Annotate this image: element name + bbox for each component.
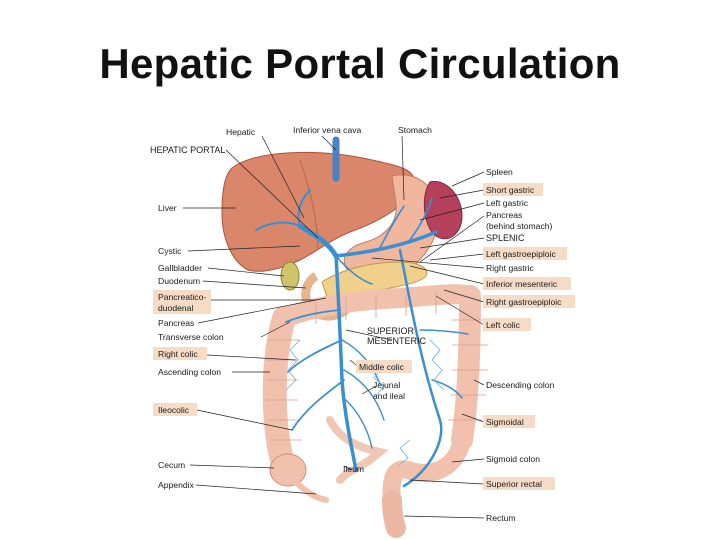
label-liver: Liver: [158, 203, 177, 213]
label-inferior-mesenteric: Inferior mesenteric: [486, 279, 558, 289]
label-superior-mesenteric-1: SUPERIOR: [367, 326, 415, 336]
label-sigmoidal: Sigmoidal: [486, 417, 524, 427]
label-short-gastric: Short gastric: [486, 185, 535, 195]
label-superior-rectal: Superior rectal: [486, 479, 542, 489]
label-right-colic: Right colic: [158, 349, 198, 359]
label-duodenum: Duodenum: [158, 276, 200, 286]
label-stomach: Stomach: [398, 125, 432, 135]
label-left-gastric: Left gastric: [486, 198, 529, 208]
label-inferior-vena-cava: Inferior vena cava: [293, 125, 362, 135]
label-spleen: Spleen: [486, 167, 513, 177]
label-ileum: Ileum: [343, 464, 364, 474]
label-superior-mesenteric-2: MESENTERIC: [367, 336, 427, 346]
label-jejunal-1: Jejunal: [373, 380, 400, 390]
label-pancreas: Pancreas: [158, 318, 194, 328]
descending-colon-shape: [462, 296, 470, 440]
appendix-shape: [296, 482, 326, 500]
label-cystic: Cystic: [158, 246, 182, 256]
cecum-shape: [270, 454, 306, 486]
label-hepatic: Hepatic: [226, 127, 256, 137]
label-pancreaticoduodenal-2: duodenal: [158, 303, 193, 313]
sigmoid-colon-shape: [392, 440, 462, 500]
label-left-colic: Left colic: [486, 320, 521, 330]
label-rectum: Rectum: [486, 513, 516, 523]
label-right-gastroepiploic: Right gastroepiploic: [486, 297, 562, 307]
label-transverse-colon: Transverse colon: [158, 332, 224, 342]
label-ileocolic: Ileocolic: [158, 405, 190, 415]
label-gallbladder: Gallbladder: [158, 263, 202, 273]
label-jejunal-2: and ileal: [373, 391, 405, 401]
label-pancreas-behind-2: (behind stomach): [486, 221, 553, 231]
label-pancreas-behind-1: Pancreas: [486, 210, 522, 220]
label-middle-colic: Middle colic: [359, 362, 405, 372]
label-left-gastroepiploic: Left gastroepiploic: [486, 249, 556, 259]
label-cecum: Cecum: [158, 460, 185, 470]
label-appendix: Appendix: [158, 480, 195, 490]
ascending-colon-shape: [275, 318, 284, 460]
label-ascending-colon: Ascending colon: [158, 367, 221, 377]
label-hepatic-portal: HEPATIC PORTAL: [150, 145, 225, 155]
label-splenic: SPLENIC: [486, 233, 525, 243]
label-descending-colon: Descending colon: [486, 380, 555, 390]
rectum-shape: [392, 500, 396, 528]
label-right-gastric: Right gastric: [486, 263, 534, 273]
label-pancreaticoduodenal-1: Pancreatico-: [158, 292, 206, 302]
label-sigmoid-colon: Sigmoid colon: [486, 454, 540, 464]
